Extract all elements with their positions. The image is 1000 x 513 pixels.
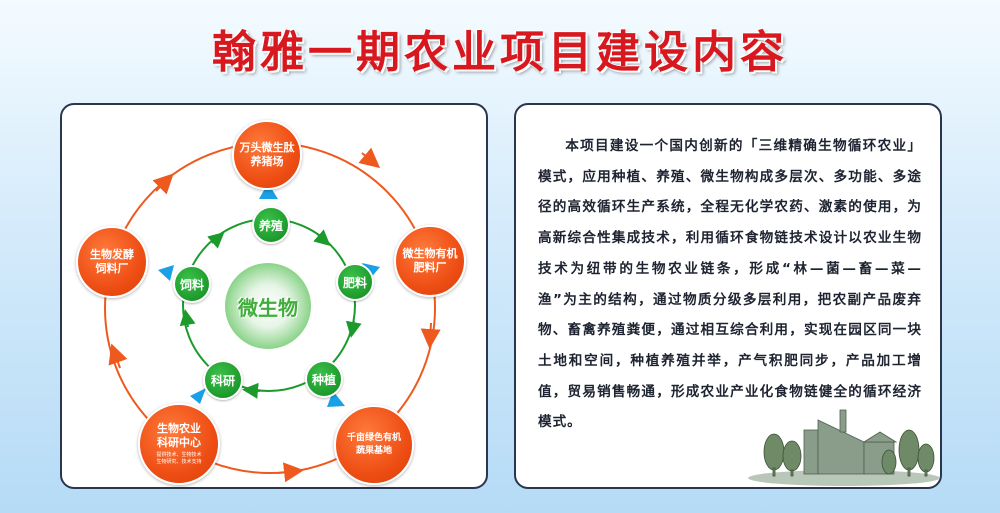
inner-node-research: 科研 bbox=[203, 360, 243, 400]
page-title: 翰雅一期农业项目建设内容 bbox=[212, 27, 788, 78]
inner-node-breeding: 养殖 bbox=[252, 206, 290, 244]
cycle-diagram-panel: 万头微生肽 养猪场 微生物有机 肥料厂 千亩绿色有机 蔬果基地 生物农业 科研中… bbox=[60, 103, 488, 489]
core-microbe: 微生物 bbox=[225, 263, 311, 349]
node-fertilizer-plant-label: 微生物有机 肥料厂 bbox=[402, 247, 458, 274]
node-pig-farm-label: 万头微生肽 养猪场 bbox=[239, 141, 295, 168]
node-research-center-sub: 提供技术、生物技术 生物研究、技术支持 bbox=[156, 452, 202, 465]
node-feed-factory-label: 生物发酵 饲料厂 bbox=[90, 248, 134, 275]
description-panel: 本项目建设一个国内创新的「三维精确生物循环农业」模式，应用种植、养殖、微生物构成… bbox=[514, 103, 942, 489]
node-fertilizer-plant: 微生物有机 肥料厂 bbox=[394, 225, 466, 297]
inner-node-fertilizer: 肥料 bbox=[336, 263, 374, 301]
node-vegetable-base-label: 千亩绿色有机 蔬果基地 bbox=[346, 433, 401, 456]
node-pig-farm: 万头微生肽 养猪场 bbox=[232, 120, 302, 190]
inner-node-feed: 饲料 bbox=[173, 265, 211, 303]
node-feed-factory: 生物发酵 饲料厂 bbox=[76, 226, 148, 298]
description-text: 本项目建设一个国内创新的「三维精确生物循环农业」模式，应用种植、养殖、微生物构成… bbox=[538, 138, 922, 431]
village-illustration bbox=[748, 409, 940, 486]
node-research-center: 生物农业 科研中心 提供技术、生物技术 生物研究、技术支持 bbox=[138, 403, 220, 485]
core-microbe-label: 微生物 bbox=[238, 295, 298, 320]
inner-ring-arrows bbox=[179, 229, 362, 399]
node-vegetable-base: 千亩绿色有机 蔬果基地 bbox=[334, 405, 414, 485]
node-research-center-label: 生物农业 科研中心 bbox=[157, 422, 201, 449]
inner-node-planting: 种植 bbox=[305, 360, 343, 398]
outer-ring-arrows bbox=[108, 147, 441, 483]
